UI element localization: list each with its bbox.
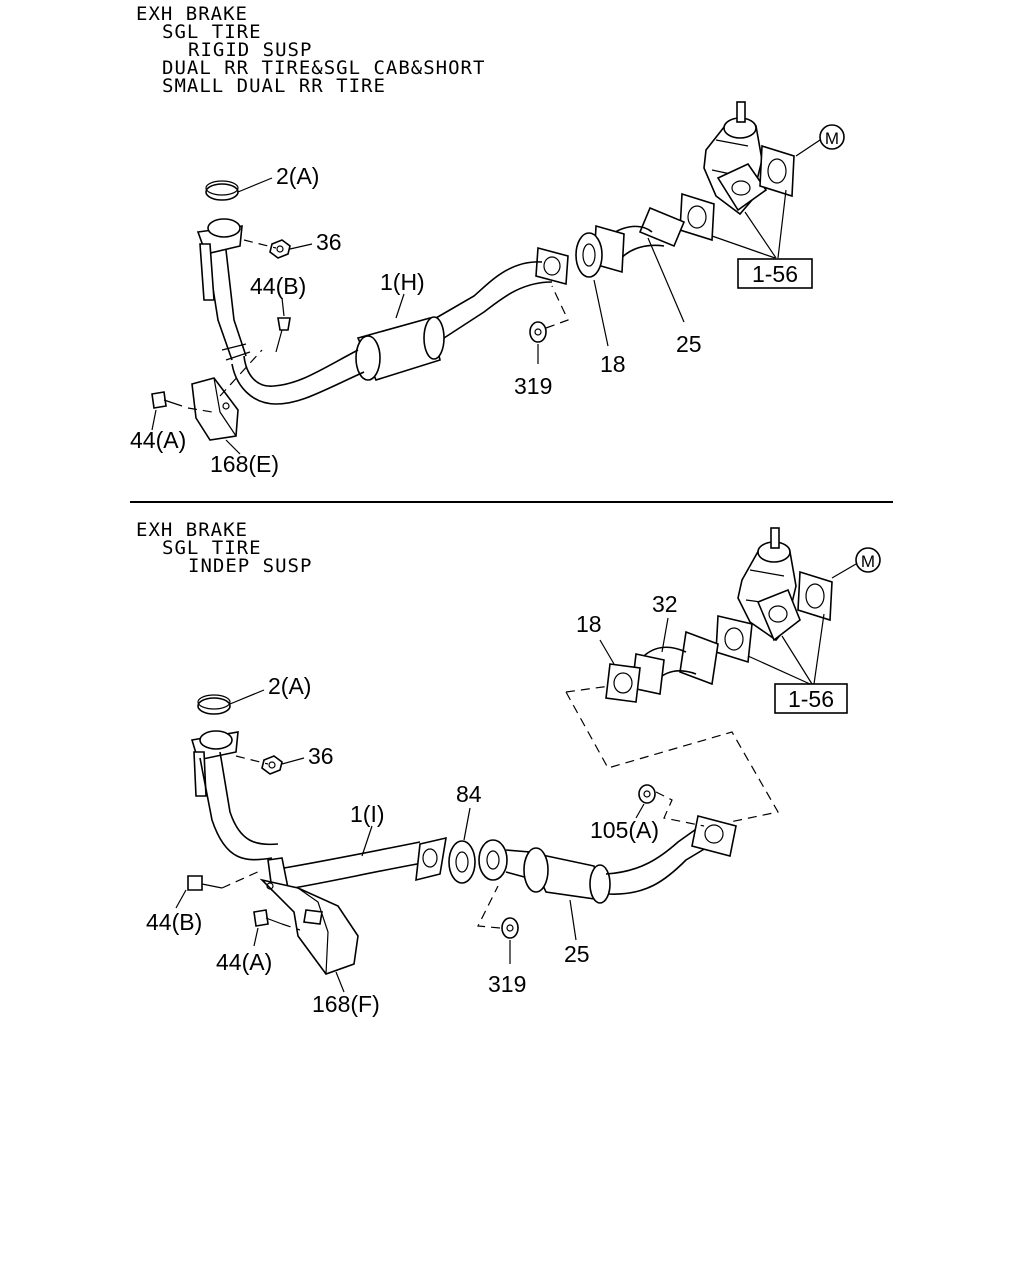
- pipe-1h-top: [196, 218, 569, 405]
- bottom-header-line-3: INDEP SUSP: [188, 555, 312, 577]
- label-319-bottom: 319: [488, 971, 526, 997]
- bracket-168e-top: [191, 377, 239, 441]
- seal-ring-2a-top: [205, 180, 239, 201]
- nut-36-top: [269, 239, 291, 259]
- exhaust-brake-unit-bottom: [737, 527, 801, 642]
- gasket-18-bottom: [605, 663, 641, 703]
- label-36-top: 36: [316, 229, 342, 255]
- ref-box-1-56-bottom[interactable]: [774, 683, 848, 714]
- bolt-44a-bottom: [253, 909, 283, 927]
- bolt-44b-bottom: [187, 875, 223, 891]
- nut-319-bottom: [501, 917, 519, 939]
- m-callout-circle-bottom: [855, 547, 881, 573]
- bolt-44a-top: [151, 391, 183, 409]
- gasket-84-bottom: [448, 840, 476, 884]
- top-header-line-3: RIGID SUSP: [188, 39, 312, 61]
- top-header-line-4: DUAL RR TIRE&SGL CAB&SHORT: [162, 57, 485, 79]
- label-44a-bottom: 44(A): [216, 949, 272, 975]
- label-1h-top: 1(H): [380, 269, 425, 295]
- ref-label-1-56-top: 1-56: [752, 261, 798, 287]
- exhaust-brake-unit: [703, 101, 768, 216]
- gasket-m-bottom: [797, 570, 833, 622]
- gasket-18-top: [575, 232, 603, 278]
- label-18-bottom: 18: [576, 611, 602, 637]
- label-25-top: 25: [676, 331, 702, 357]
- label-2a-top: 2(A): [276, 163, 319, 189]
- label-168e-top: 168(E): [210, 451, 279, 477]
- gasket-left-top: [679, 192, 715, 242]
- label-44a-top: 44(A): [130, 427, 186, 453]
- bottom-header: EXH BRAKE SGL TIRE INDEP SUSP: [136, 519, 312, 577]
- bottom-header-line-1: EXH BRAKE: [136, 519, 248, 541]
- label-44b-top: 44(B): [250, 273, 306, 299]
- top-header-line-2: SGL TIRE: [162, 21, 262, 43]
- bolt-44b-top: [275, 317, 291, 353]
- top-header-line-5: SMALL DUAL RR TIRE: [162, 75, 386, 97]
- top-header-line-1: EXH BRAKE: [136, 3, 248, 25]
- label-18-top: 18: [600, 351, 626, 377]
- pipe-25-top: [593, 206, 686, 274]
- label-32-bottom: 32: [652, 591, 678, 617]
- bottom-header-line-2: SGL TIRE: [162, 537, 262, 559]
- label-2a-bottom: 2(A): [268, 673, 311, 699]
- nut-319-top: [529, 321, 547, 343]
- pipe-1i-bottom: [190, 730, 447, 891]
- seal-ring-2a-bottom: [197, 694, 231, 715]
- m-callout-label-top: M: [825, 129, 839, 148]
- bracket-168f-bottom: [259, 878, 359, 975]
- ref-box-1-56-top[interactable]: [737, 258, 813, 289]
- m-callout-label-bottom: M: [861, 552, 875, 571]
- label-36-bottom: 36: [308, 743, 334, 769]
- label-319-top: 319: [514, 373, 552, 399]
- label-25-bottom: 25: [564, 941, 590, 967]
- gasket-left-bottom: [715, 615, 753, 664]
- nut-105a-bottom: [638, 784, 656, 804]
- m-callout-circle-top: [819, 124, 845, 150]
- ref-label-1-56-bottom: 1-56: [788, 686, 834, 712]
- label-1i-bottom: 1(I): [350, 801, 385, 827]
- label-44b-bottom: 44(B): [146, 909, 202, 935]
- top-header: EXH BRAKE SGL TIRE RIGID SUSP DUAL RR TI…: [136, 3, 485, 97]
- bottom-section: EXH BRAKE SGL TIRE INDEP SUSP M 1-56: [136, 519, 881, 1017]
- label-168f-bottom: 168(F): [312, 991, 380, 1017]
- label-105a-bottom: 105(A): [590, 817, 659, 843]
- nut-36-bottom: [261, 755, 283, 775]
- gasket-m-top: [759, 144, 795, 198]
- label-84-bottom: 84: [456, 781, 482, 807]
- pipe-32-bottom: [631, 630, 719, 695]
- top-section: EXH BRAKE SGL TIRE RIGID SUSP DUAL RR TI…: [130, 3, 845, 477]
